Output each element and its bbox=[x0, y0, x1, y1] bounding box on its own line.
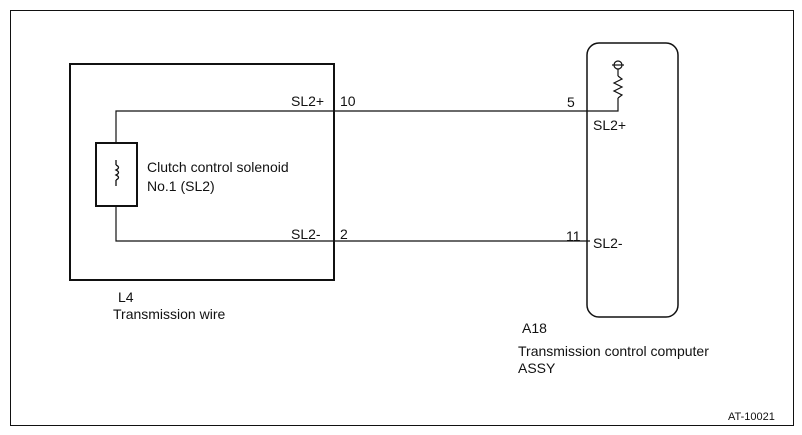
component-name-transmission-wire: Transmission wire bbox=[113, 306, 226, 322]
pin-11-label: 11 bbox=[566, 228, 581, 244]
pin-2-label: 2 bbox=[340, 226, 348, 242]
component-name-line1: Transmission control computer bbox=[518, 343, 709, 359]
pin-sl2-minus-label: SL2- bbox=[291, 226, 321, 242]
solenoid-coil-icon bbox=[114, 160, 120, 186]
transmission-wire-box bbox=[69, 63, 335, 281]
wire-sl2-plus-internal bbox=[115, 110, 334, 143]
pin-10-label: 10 bbox=[340, 93, 356, 109]
connector-code-a18: A18 bbox=[522, 320, 547, 336]
solenoid-label-line2: No.1 (SL2) bbox=[147, 178, 215, 194]
ecu-pin-sl2-minus-label: SL2- bbox=[593, 235, 623, 251]
connector-code-l4: L4 bbox=[118, 289, 134, 305]
pin-sl2-plus-label: SL2+ bbox=[291, 93, 325, 109]
wire-sl2-minus-internal bbox=[115, 206, 334, 242]
ecu-pin-sl2-plus-label: SL2+ bbox=[593, 117, 627, 133]
outer-frame bbox=[10, 10, 794, 426]
solenoid-label-line1: Clutch control solenoid bbox=[147, 159, 289, 175]
figure-id: AT-10021 bbox=[728, 411, 775, 423]
pullup-resistor-icon bbox=[590, 60, 624, 112]
transmission-control-computer-box bbox=[586, 42, 679, 318]
pin-5-label: 5 bbox=[567, 94, 575, 110]
component-name-line2: ASSY bbox=[518, 360, 556, 376]
